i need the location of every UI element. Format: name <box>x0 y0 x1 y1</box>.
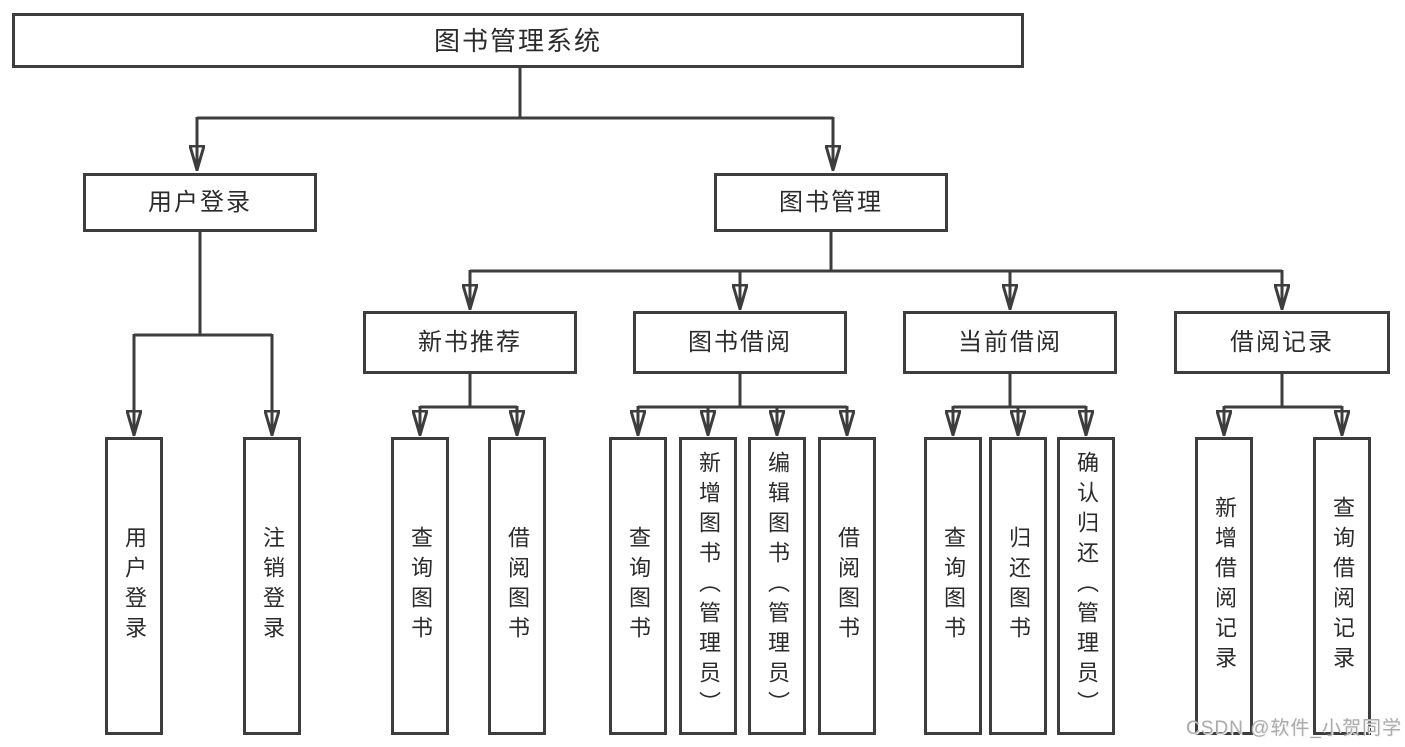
leaf-user-login: 用户登录 <box>105 437 163 735</box>
connector-new-book-to-leaves <box>420 374 517 435</box>
node-new-book-recommend-label: 新书推荐 <box>418 328 522 356</box>
node-borrow-record: 借阅记录 <box>1174 311 1390 374</box>
leaf-borrow-edit-books-admin-label: 编辑图书（管理员） <box>765 451 790 721</box>
connector-user-login-to-leaves <box>134 232 272 435</box>
leaf-current-return-books: 归还图书 <box>989 437 1047 735</box>
leaf-newbook-query-books-label: 查询图书 <box>408 526 433 646</box>
leaf-borrow-add-books-admin-label: 新增图书（管理员） <box>696 451 721 721</box>
connector-current-borrow-to-leaves <box>953 374 1086 435</box>
node-borrow-record-label: 借阅记录 <box>1230 328 1334 356</box>
leaf-borrow-borrow-books-label: 借阅图书 <box>835 526 860 646</box>
leaf-borrow-edit-books-admin: 编辑图书（管理员） <box>748 437 806 735</box>
node-book-borrow-label: 图书借阅 <box>688 328 792 356</box>
leaf-borrow-borrow-books: 借阅图书 <box>818 437 876 735</box>
node-book-borrow: 图书借阅 <box>633 311 847 374</box>
leaf-newbook-borrow-books-label: 借阅图书 <box>505 526 530 646</box>
leaf-record-query-borrow-record: 查询借阅记录 <box>1313 437 1371 735</box>
leaf-user-login-label: 用户登录 <box>122 526 147 646</box>
leaf-borrow-add-books-admin: 新增图书（管理员） <box>679 437 737 735</box>
leaf-current-confirm-return-admin: 确认归还（管理员） <box>1057 437 1115 735</box>
node-current-borrow-label: 当前借阅 <box>958 328 1062 356</box>
leaf-record-query-borrow-record-label: 查询借阅记录 <box>1330 496 1355 676</box>
leaf-record-add-borrow-record-label: 新增借阅记录 <box>1212 496 1237 676</box>
node-new-book-recommend: 新书推荐 <box>363 311 577 374</box>
leaf-logout: 注销登录 <box>243 437 301 735</box>
connector-book-borrow-to-leaves <box>638 374 847 435</box>
node-current-borrow: 当前借阅 <box>903 311 1117 374</box>
leaf-current-confirm-return-admin-label: 确认归还（管理员） <box>1074 451 1099 721</box>
connector-book-management-to-level3 <box>470 232 1282 309</box>
node-user-login-label: 用户登录 <box>148 188 252 216</box>
node-user-login: 用户登录 <box>83 173 317 232</box>
leaf-borrow-query-books-label: 查询图书 <box>626 526 651 646</box>
leaf-current-query-books-label: 查询图书 <box>941 526 966 646</box>
leaf-newbook-borrow-books: 借阅图书 <box>488 437 546 735</box>
leaf-newbook-query-books: 查询图书 <box>391 437 449 735</box>
node-book-management-label: 图书管理 <box>779 188 883 216</box>
node-root: 图书管理系统 <box>12 13 1024 68</box>
leaf-borrow-query-books: 查询图书 <box>609 437 667 735</box>
leaf-record-add-borrow-record: 新增借阅记录 <box>1195 437 1253 735</box>
node-book-management: 图书管理 <box>714 173 948 232</box>
node-root-label: 图书管理系统 <box>433 25 602 56</box>
leaf-current-return-books-label: 归还图书 <box>1006 526 1031 646</box>
connector-root-to-level2 <box>197 68 833 170</box>
connector-borrow-record-to-leaves <box>1224 374 1342 435</box>
leaf-current-query-books: 查询图书 <box>924 437 982 735</box>
leaf-logout-label: 注销登录 <box>260 526 285 646</box>
csdn-watermark: CSDN @软件_小贺同学 <box>1186 718 1402 739</box>
